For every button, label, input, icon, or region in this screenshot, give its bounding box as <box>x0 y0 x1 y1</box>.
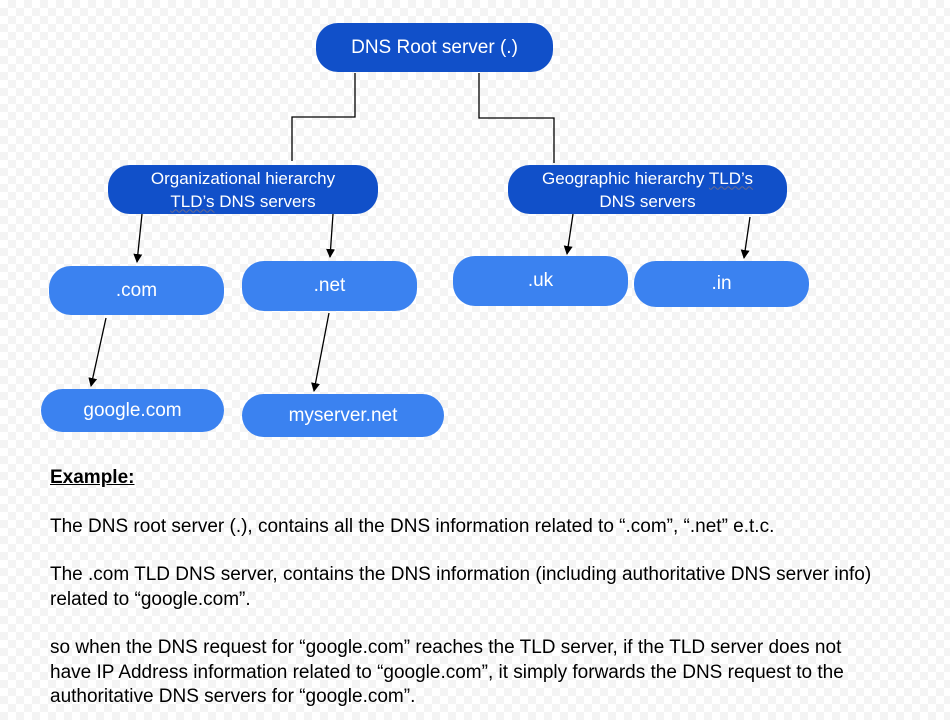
leaf-label-google: google.com <box>83 399 182 421</box>
example-paragraph-2-line-2: related to “google.com”. <box>50 588 251 610</box>
arrow-geo-to-in <box>740 216 751 259</box>
leaf-node-myserver: myserver.net <box>242 394 444 437</box>
arrow-net-to-myserver <box>311 312 330 392</box>
geo-tld-label-line1: Geographic hierarchy TLD’s <box>542 167 753 190</box>
arrow-com-to-google <box>88 317 107 387</box>
root-server-node: DNS Root server (.) <box>316 23 553 72</box>
leaf-label-in: .in <box>711 273 732 294</box>
example-paragraph-2: The .com TLD DNS server, contains the DN… <box>50 563 940 612</box>
example-paragraph-3-line-2: have IP Address information related to “… <box>50 661 844 683</box>
connector-root-to-geo <box>478 73 555 163</box>
org-tld-spellcheck-word: TLD’s <box>170 191 215 211</box>
arrow-org-to-net <box>326 213 336 258</box>
org-tld-node: Organizational hierarchy TLD’s DNS serve… <box>108 165 378 214</box>
example-paragraph-3-line-1: so when the DNS request for “google.com”… <box>50 637 842 658</box>
dns-hierarchy-diagram: DNS Root server (.) Organizational hiera… <box>41 23 809 437</box>
leaf-node-in: .in <box>634 261 809 307</box>
connector-root-to-org <box>291 73 356 161</box>
arrow-org-to-com <box>133 213 143 263</box>
leaf-node-uk: .uk <box>453 256 628 306</box>
leaf-label-com: .com <box>115 279 158 301</box>
example-paragraph-1: The DNS root server (.), contains all th… <box>50 515 775 537</box>
arrow-geo-to-uk <box>563 213 574 255</box>
geo-tld-label-line2: DNS servers <box>599 191 696 211</box>
example-text-block: Example: The DNS root server (.), contai… <box>50 466 940 710</box>
org-tld-label-line1: Organizational hierarchy <box>150 168 336 188</box>
root-server-label: DNS Root server (.) <box>351 36 518 58</box>
example-paragraph-2-line-1: The .com TLD DNS server, contains the DN… <box>50 564 872 585</box>
example-heading: Example: <box>50 467 135 488</box>
connector-layer <box>88 73 751 392</box>
org-tld-label-line2: TLD’s DNS servers <box>151 190 335 213</box>
leaf-node-google: google.com <box>41 389 224 432</box>
geo-tld-label-line1-pre: Geographic hierarchy <box>541 168 709 188</box>
leaf-label-net: .net <box>313 275 346 296</box>
leaf-node-net: .net <box>242 261 417 311</box>
leaf-label-uk: .uk <box>527 270 554 291</box>
example-paragraph-3-line-3: authoritative DNS servers for “google.co… <box>50 686 416 707</box>
org-tld-label-line2-rest: DNS servers <box>214 191 316 211</box>
example-paragraph-3: so when the DNS request for “google.com”… <box>50 636 940 710</box>
geo-tld-spellcheck-word: TLD’s <box>708 168 754 188</box>
leaf-label-myserver: myserver.net <box>288 404 398 426</box>
leaf-node-com: .com <box>49 266 224 315</box>
geo-tld-node: Geographic hierarchy TLD’s DNS servers <box>508 165 787 214</box>
